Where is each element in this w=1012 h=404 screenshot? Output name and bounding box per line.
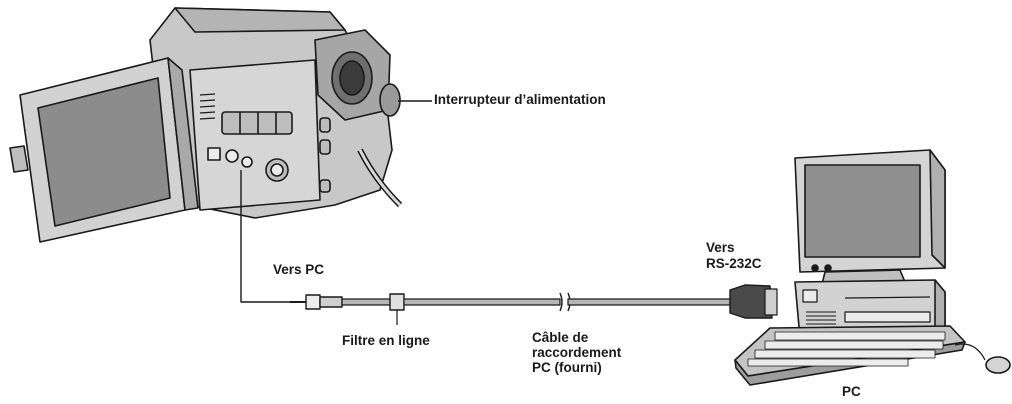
pc-cable <box>240 170 778 325</box>
inline-filter-label: Filtre en ligne <box>342 333 430 348</box>
to-rs232c-label-line2: RS-232C <box>706 256 762 271</box>
to-pc-label: Vers PC <box>273 262 325 277</box>
cable-label-line1: Câble de <box>532 330 589 345</box>
camcorder-illustration <box>9 7 403 243</box>
power-switch-label: Interrupteur d’alimentation <box>434 92 606 107</box>
pc-illustration <box>734 149 1011 386</box>
cable-label-line3: PC (fourni) <box>532 360 602 375</box>
pc-label: PC <box>842 384 861 399</box>
to-rs232c-label-line1: Vers <box>706 240 735 255</box>
cable-label-line2: raccordement <box>532 345 622 360</box>
